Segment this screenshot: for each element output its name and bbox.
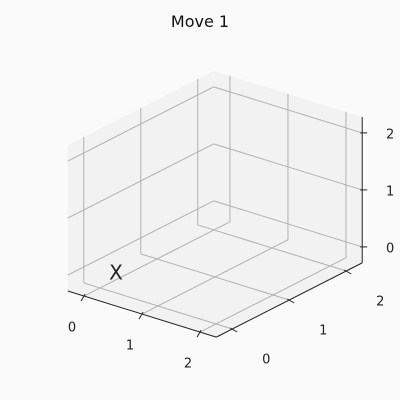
x-tick [196, 329, 202, 338]
y-tick [343, 269, 352, 275]
x-tick-label: 0 [68, 321, 76, 336]
back-wall-grid-line [213, 143, 363, 191]
x-tick-label: 2 [184, 357, 192, 372]
z-tick-label: 0 [386, 241, 394, 256]
back-wall-grid-line [213, 86, 363, 134]
x-tick-label: 1 [126, 339, 134, 354]
y-tick [286, 298, 295, 304]
x-tick [80, 293, 86, 302]
y-tick-label: 2 [376, 295, 384, 310]
z-tick-label: 1 [386, 184, 394, 199]
move-marker-x: X [109, 261, 123, 285]
y-tick-label: 0 [262, 353, 270, 368]
floor-grid-line [197, 224, 347, 272]
z-tick-label: 2 [386, 127, 394, 142]
x-tick [138, 311, 144, 320]
floor-grid-line [199, 257, 347, 333]
left-wall-grid-line [67, 143, 214, 219]
floor-grid-line [140, 253, 290, 301]
game-title: Move 1 [170, 12, 230, 31]
y-tick-label: 1 [319, 324, 327, 339]
left-wall-grid-line [67, 86, 214, 162]
y-tick [229, 327, 238, 333]
